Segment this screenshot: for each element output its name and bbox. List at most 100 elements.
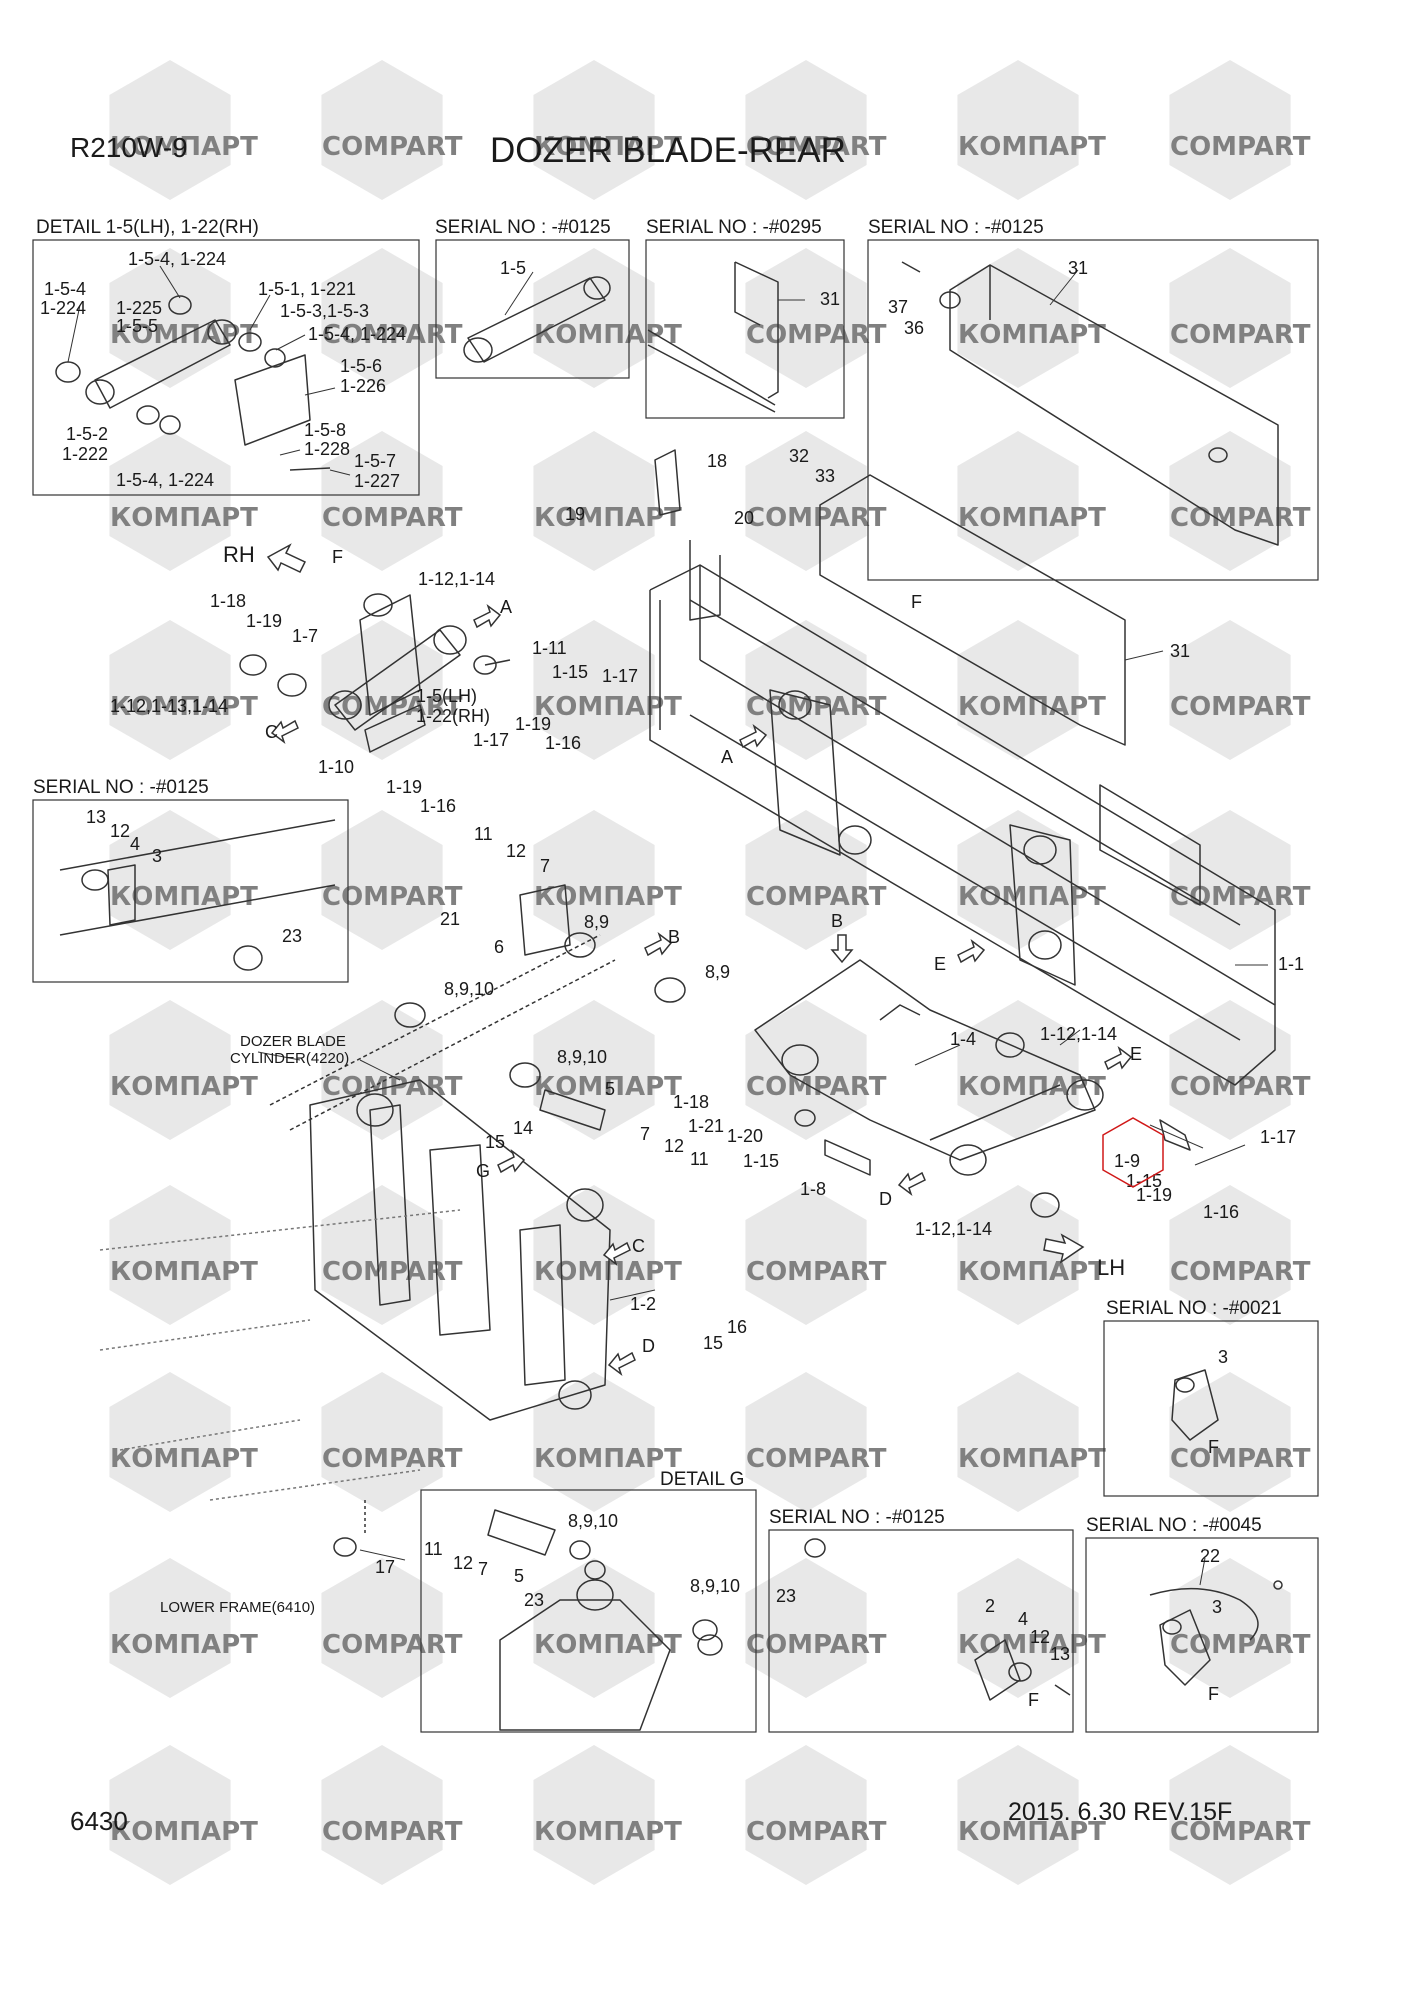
watermark-text: COMPART xyxy=(746,503,887,533)
callout-c20: 31 xyxy=(1068,258,1088,278)
frame-detail-1-5 xyxy=(32,239,420,496)
callout-c12: 1-222 xyxy=(62,444,108,464)
watermark-text: COMPART xyxy=(322,1444,463,1474)
title-serial-0045: SERIAL NO : -#0045 xyxy=(1086,1515,1262,1536)
watermark-text: COMPART xyxy=(1170,1630,1311,1660)
watermark-text: COMPART xyxy=(746,692,887,722)
watermark-hexagon xyxy=(957,431,1079,571)
callout-c9: 1-5-6 xyxy=(340,356,382,376)
callout-c67: 1-4 xyxy=(950,1029,976,1049)
callout-c63: B xyxy=(831,911,843,931)
callout-c50: 13 xyxy=(86,807,106,827)
callout-c37: 1-17 xyxy=(602,666,638,686)
watermark-text: COMPART xyxy=(1170,882,1311,912)
callout-c14: 1-228 xyxy=(304,439,350,459)
watermark-hexagon xyxy=(109,60,231,200)
callout-c93: D xyxy=(642,1336,655,1356)
watermark-hexagon xyxy=(1169,60,1291,200)
pins-1-8-1-9 xyxy=(794,1032,1191,1218)
watermark-text: COMPART xyxy=(746,882,887,912)
dozer-cylinder xyxy=(269,934,616,1131)
link-serial-0125 xyxy=(463,276,611,363)
arrow-b-2 xyxy=(830,934,854,964)
callout-c34: 1-7 xyxy=(292,626,318,646)
frame-serial-0125-a xyxy=(435,239,630,379)
watermark-hexagon xyxy=(533,810,655,950)
arrow-lh xyxy=(1043,1233,1085,1264)
line-art xyxy=(55,261,1283,1731)
callout-c90: 1-2 xyxy=(630,1294,656,1314)
watermark-text: COMPART xyxy=(322,132,463,162)
title-serial-0021: SERIAL NO : -#0021 xyxy=(1106,1298,1282,1319)
callout-c104: 23 xyxy=(776,1586,796,1606)
watermark-text: КОМПАРТ xyxy=(958,1257,1106,1287)
callout-c68: 1-12,1-14 xyxy=(1040,1024,1117,1044)
pivot-bracket-assembly xyxy=(239,593,511,753)
detail-g-illustration xyxy=(487,1509,723,1731)
watermark-hexagon xyxy=(533,431,655,571)
watermark-hexagon xyxy=(533,248,655,388)
watermark-hexagon xyxy=(321,1000,443,1140)
arrow-e-1 xyxy=(957,938,986,964)
watermark-text: COMPART xyxy=(322,503,463,533)
callout-c69: E xyxy=(1130,1044,1142,1064)
hook-serial-0045 xyxy=(1149,1580,1283,1686)
watermark-text: COMPART xyxy=(322,320,463,350)
callout-c62: 8,9 xyxy=(705,962,730,982)
callout-c91: 16 xyxy=(727,1317,747,1337)
watermark-hexagon xyxy=(1169,1000,1291,1140)
highlight-1-9: 1-9 xyxy=(1102,1117,1164,1188)
callout-c96: 11 xyxy=(424,1539,443,1559)
note-lower-frame: LOWER FRAME(6410) xyxy=(160,1599,315,1616)
watermark-hexagon xyxy=(533,1745,655,1885)
callout-c26: 19 xyxy=(565,504,585,524)
callout-c74: 14 xyxy=(513,1118,533,1138)
watermark-text: COMPART xyxy=(1170,1444,1311,1474)
arrow-d-1 xyxy=(897,1171,926,1197)
watermark-hexagon xyxy=(109,431,231,571)
watermark-text: КОМПАРТ xyxy=(534,1072,682,1102)
watermark-text: COMPART xyxy=(322,882,463,912)
watermark-hexagon xyxy=(321,1558,443,1698)
callout-c6: 1-5-1, 1-221 xyxy=(258,279,356,299)
watermark-hexagon xyxy=(957,1558,1079,1698)
watermark-hexagon xyxy=(957,1372,1079,1512)
watermark-hexagon xyxy=(109,1745,231,1885)
callout-c47: 1-19 xyxy=(386,777,422,797)
hook-serial-0021 xyxy=(1171,1369,1219,1441)
callout-c22: 36 xyxy=(904,318,924,338)
watermark-text: КОМПАРТ xyxy=(110,503,258,533)
arrow-c-1 xyxy=(270,719,299,745)
watermark-hexagon xyxy=(957,248,1079,388)
highlight-label: 1-9 xyxy=(1114,1151,1140,1171)
arrow-a-1 xyxy=(473,603,502,629)
arrow-d-2 xyxy=(607,1351,636,1377)
watermark-text: COMPART xyxy=(746,132,887,162)
watermark-hexagon xyxy=(745,60,867,200)
watermark-hexagon xyxy=(957,1185,1079,1325)
watermark-hexagon xyxy=(321,810,443,950)
watermark-text: COMPART xyxy=(1170,692,1311,722)
watermark-text: КОМПАРТ xyxy=(534,1630,682,1660)
callout-c97: 12 xyxy=(453,1553,473,1573)
callout-c102: 8,9,10 xyxy=(690,1576,740,1596)
frame-serial-0021 xyxy=(1103,1320,1319,1497)
callout-c43: 1-19 xyxy=(515,714,551,734)
pins-and-rings xyxy=(394,884,686,1131)
callout-c82: G xyxy=(476,1161,490,1181)
callout-c77: 12 xyxy=(664,1136,684,1156)
watermark-hexagon xyxy=(109,1000,231,1140)
callout-c23: 18 xyxy=(707,451,727,471)
frame-serial-0125-d xyxy=(768,1529,1074,1733)
callout-c33: 1-19 xyxy=(246,611,282,631)
callout-c60: 8,9 xyxy=(584,912,609,932)
watermark-hexagon xyxy=(745,1185,867,1325)
callout-c54: 23 xyxy=(282,926,302,946)
watermark-hexagon xyxy=(745,810,867,950)
callout-c76: 7 xyxy=(640,1124,650,1144)
watermark-hexagon xyxy=(321,1745,443,1885)
watermark-hexagon xyxy=(321,431,443,571)
